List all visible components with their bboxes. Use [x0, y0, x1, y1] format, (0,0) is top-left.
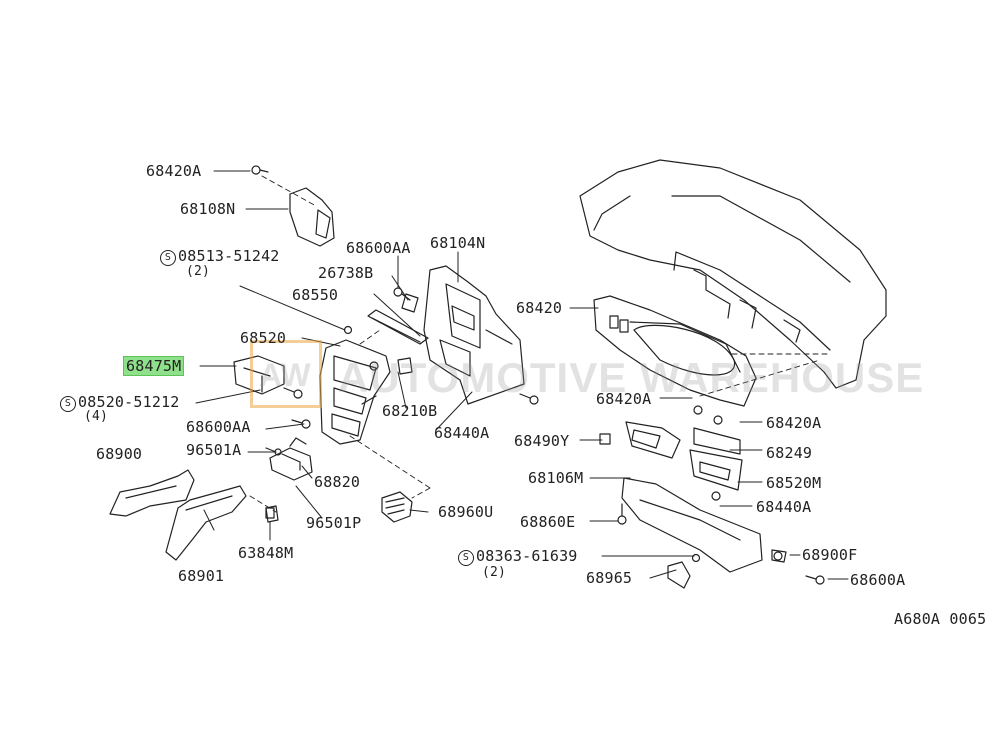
standard-part-icon: S: [60, 396, 76, 412]
part-label-68420a-right2[interactable]: 68420A: [766, 414, 822, 432]
part-number: 08363-61639: [476, 547, 578, 565]
part-label-68420a-right[interactable]: 68420A: [596, 390, 652, 408]
part-label-68490y[interactable]: 68490Y: [514, 432, 570, 450]
standard-part-icon: S: [160, 250, 176, 266]
lower-right-assembly: [621, 421, 787, 589]
part-number: 08513-51242: [178, 247, 280, 265]
lamp-bracket: [401, 293, 419, 313]
trim-strip: [367, 309, 429, 345]
part-qty-08513: (2): [186, 264, 211, 279]
part-label-96501p[interactable]: 96501P: [306, 514, 362, 532]
lower-cover-left: [109, 469, 195, 517]
part-label-68440a-right[interactable]: 68440A: [756, 498, 812, 516]
part-number: 08520-51212: [78, 393, 180, 411]
diagram-code: A680A 0065: [894, 610, 987, 628]
leader-lines: [195, 170, 849, 580]
part-label-68550[interactable]: 68550: [292, 286, 339, 304]
part-label-68600a[interactable]: 68600A: [850, 571, 906, 589]
ashtray-unit: [269, 437, 313, 481]
part-label-68900[interactable]: 68900: [96, 445, 143, 463]
part-label-68108n[interactable]: 68108N: [180, 200, 236, 218]
cluster-hood: [593, 295, 757, 407]
part-label-68600aa-top[interactable]: 68600AA: [346, 239, 411, 257]
standard-part-icon: S: [458, 550, 474, 566]
part-label-68520[interactable]: 68520: [240, 329, 287, 347]
part-qty-08363: (2): [482, 565, 507, 580]
fasteners: [251, 165, 825, 585]
part-label-68106m[interactable]: 68106M: [528, 469, 584, 487]
part-label-68520m[interactable]: 68520M: [766, 474, 822, 492]
part-label-68901[interactable]: 68901: [178, 567, 225, 585]
switch-housing: [233, 355, 285, 395]
part-label-26738b[interactable]: 26738B: [318, 264, 374, 282]
part-label-68210b[interactable]: 68210B: [382, 402, 438, 420]
part-label-68249[interactable]: 68249: [766, 444, 813, 462]
part-label-68900f[interactable]: 68900F: [802, 546, 858, 564]
upper-cover: [289, 187, 335, 247]
part-label-68420[interactable]: 68420: [516, 299, 563, 317]
grommet: [265, 505, 279, 523]
part-label-68965[interactable]: 68965: [586, 569, 633, 587]
center-bracket: [423, 265, 525, 405]
part-label-68440a-mid[interactable]: 68440A: [434, 424, 490, 442]
part-label-63848m[interactable]: 63848M: [238, 544, 294, 562]
part-qty-08520: (4): [84, 409, 109, 424]
center-bezel: [319, 339, 391, 445]
part-label-96501a[interactable]: 96501A: [186, 441, 242, 459]
part-label-68820[interactable]: 68820: [314, 473, 361, 491]
part-label-68860e[interactable]: 68860E: [520, 513, 576, 531]
dashboard-upper-panel: [579, 159, 887, 389]
part-label-68475m-highlighted[interactable]: 68475M: [123, 356, 185, 376]
part-label-68600aa-mid[interactable]: 68600AA: [186, 418, 251, 436]
part-label-68960u[interactable]: 68960U: [438, 503, 494, 521]
bezel-clip: [397, 357, 413, 375]
lower-cover-right: [165, 485, 247, 561]
dashed-guides: [249, 175, 829, 513]
part-label-68104n[interactable]: 68104N: [430, 234, 486, 252]
part-label-68420a-top[interactable]: 68420A: [146, 162, 202, 180]
lid-panel: [381, 491, 413, 523]
